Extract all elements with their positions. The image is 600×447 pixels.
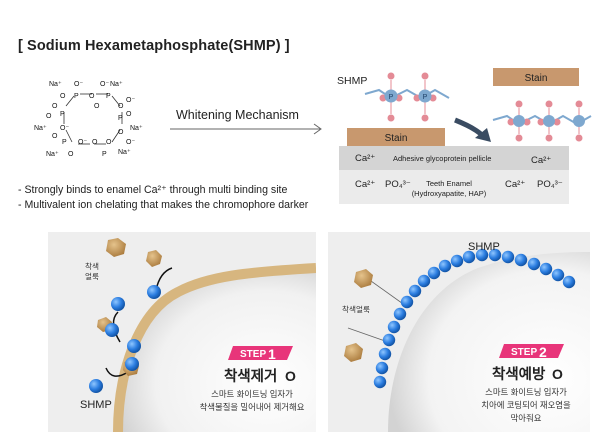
na-ion-3: Na⁺ bbox=[34, 125, 47, 132]
motion-arrow bbox=[105, 367, 129, 377]
stain-label: 착색 얼룩 bbox=[85, 262, 99, 281]
ca-label: Ca²⁺ bbox=[355, 153, 375, 164]
step-desc-line: 스마트 화이트닝 입자가 bbox=[211, 389, 293, 399]
atom: O⁻ bbox=[126, 97, 135, 104]
atom: O bbox=[68, 151, 74, 158]
shmp-bead bbox=[147, 285, 161, 299]
stain-label: 착색얼룩 bbox=[342, 304, 370, 314]
ca-label: Ca²⁺ bbox=[531, 155, 551, 166]
bullet-item: - Multivalent ion chelating that makes t… bbox=[18, 199, 309, 211]
stain-particle bbox=[354, 269, 373, 288]
na-ion-2: Na⁺ bbox=[110, 81, 123, 88]
shmp-label: SHMP bbox=[80, 399, 112, 411]
mechanism-label: Whitening Mechanism bbox=[176, 108, 299, 122]
tooth-surface bbox=[118, 268, 316, 432]
step-number: 2 bbox=[539, 344, 547, 360]
stain-label-left: Stain bbox=[385, 133, 408, 144]
shmp-label: SHMP bbox=[468, 241, 500, 253]
atom: O bbox=[126, 111, 132, 118]
step-badge: STEP 2 bbox=[499, 344, 564, 360]
bullet-list: - Strongly binds to enamel Ca²⁺ through … bbox=[18, 183, 308, 213]
na-ion-4: Na⁺ bbox=[130, 125, 143, 132]
stain-bar-left bbox=[347, 128, 445, 146]
ca-label: Ca²⁺ bbox=[505, 179, 525, 190]
p-atom: P bbox=[389, 94, 394, 101]
motion-line bbox=[347, 327, 389, 343]
shmp-chain-right bbox=[492, 100, 592, 142]
atom: O bbox=[52, 133, 58, 140]
transition-arrow bbox=[454, 117, 485, 138]
atom: O bbox=[89, 93, 95, 100]
atom: O⁻ bbox=[100, 81, 109, 88]
shmp-bead bbox=[89, 379, 103, 393]
atom: O bbox=[106, 139, 112, 146]
step-badge: STEP 1 bbox=[228, 346, 293, 362]
shmp-bead bbox=[125, 357, 139, 371]
na-ion-6: Na⁺ bbox=[118, 149, 131, 156]
pellicle-layer bbox=[339, 146, 569, 170]
mechanism-arrow bbox=[170, 123, 322, 135]
atom: O bbox=[52, 103, 58, 110]
shmp-bead bbox=[111, 297, 125, 311]
enamel-label: Teeth Enamel bbox=[426, 179, 472, 188]
na-ion-5: Na⁺ bbox=[46, 151, 59, 158]
step-word: STEP bbox=[240, 349, 266, 360]
stain-particle bbox=[344, 343, 363, 362]
atom: O⁻ bbox=[126, 139, 135, 146]
atom: O bbox=[94, 103, 100, 110]
bullet-item: - Strongly binds to enamel Ca²⁺ through … bbox=[18, 184, 288, 196]
page-title: [ Sodium Hexametaphosphate(SHMP) ] bbox=[18, 38, 290, 54]
atom: O⁻ bbox=[78, 139, 87, 146]
mechanism-diagram: Stain Stain Ca²⁺ Adhesive glycoprotein p… bbox=[337, 68, 592, 204]
stain-particle bbox=[106, 238, 126, 257]
stain-label-right: Stain bbox=[525, 73, 548, 84]
shmp-coating-layer bbox=[373, 248, 576, 389]
na-ion-1: Na⁺ bbox=[49, 81, 62, 88]
atom: O bbox=[46, 113, 52, 120]
step-desc-line: 치아에 코팅되어 재오염을 bbox=[481, 400, 571, 410]
step-heading: 착색제거 bbox=[224, 368, 277, 385]
stain-particle bbox=[146, 250, 162, 267]
atom: O bbox=[92, 139, 98, 146]
ca-label: Ca²⁺ bbox=[355, 179, 375, 190]
step-heading: 착색예방 bbox=[492, 365, 546, 383]
step-number: 1 bbox=[268, 346, 276, 362]
atom: O bbox=[60, 93, 66, 100]
atom: P bbox=[60, 111, 65, 118]
step-desc-line: 스마트 화이트닝 입자가 bbox=[485, 387, 567, 397]
stain-bar-right bbox=[493, 68, 579, 86]
p-atom: P bbox=[423, 94, 428, 101]
atom: P bbox=[118, 115, 123, 122]
atom: O⁻ bbox=[60, 125, 69, 132]
po4-label: PO₄³⁻ bbox=[385, 179, 411, 190]
step-word: STEP bbox=[511, 347, 537, 358]
enamel-sub-label: (Hydroxyapatite, HAP) bbox=[412, 189, 487, 198]
step-heading-mark: O bbox=[285, 368, 296, 384]
stain-coating bbox=[113, 263, 316, 432]
atom: O bbox=[118, 129, 124, 136]
atom: P bbox=[106, 93, 111, 100]
step-desc-line: 막아줘요 bbox=[511, 413, 542, 423]
shmp-chain-left: P P bbox=[364, 72, 450, 122]
panel-step1-illustration: STEP 1 착색제거 O 스마트 화이트닝 입자가 착색물질을 밀어내어 제거… bbox=[48, 232, 316, 432]
step-heading-mark: O bbox=[552, 366, 563, 382]
transition-arrow-head bbox=[475, 128, 491, 142]
shmp-bead bbox=[127, 339, 141, 353]
atom: O⁻ bbox=[74, 81, 83, 88]
panel-step2-illustration: SHMP 착색얼룩 STEP 2 착색예방 O 스마트 화이트닝 입자가 치아에… bbox=[328, 232, 590, 432]
enamel-layer bbox=[339, 170, 569, 204]
shmp-label: SHMP bbox=[337, 75, 367, 87]
pellicle-label: Adhesive glycoprotein pellicle bbox=[393, 154, 491, 163]
step-desc-line: 착색물질을 밀어내어 제거해요 bbox=[200, 402, 305, 412]
shmp-molecule-structure: Na⁺ Na⁺ Na⁺ Na⁺ Na⁺ Na⁺ O⁻ O P O O⁻ O P … bbox=[34, 81, 143, 158]
shmp-bead bbox=[105, 323, 119, 337]
atom: P bbox=[102, 151, 107, 158]
atom: P bbox=[74, 93, 79, 100]
atom: P bbox=[62, 139, 67, 146]
tooth-surface bbox=[388, 252, 590, 432]
atom: O bbox=[118, 103, 124, 110]
po4-label: PO₄³⁻ bbox=[537, 179, 563, 190]
